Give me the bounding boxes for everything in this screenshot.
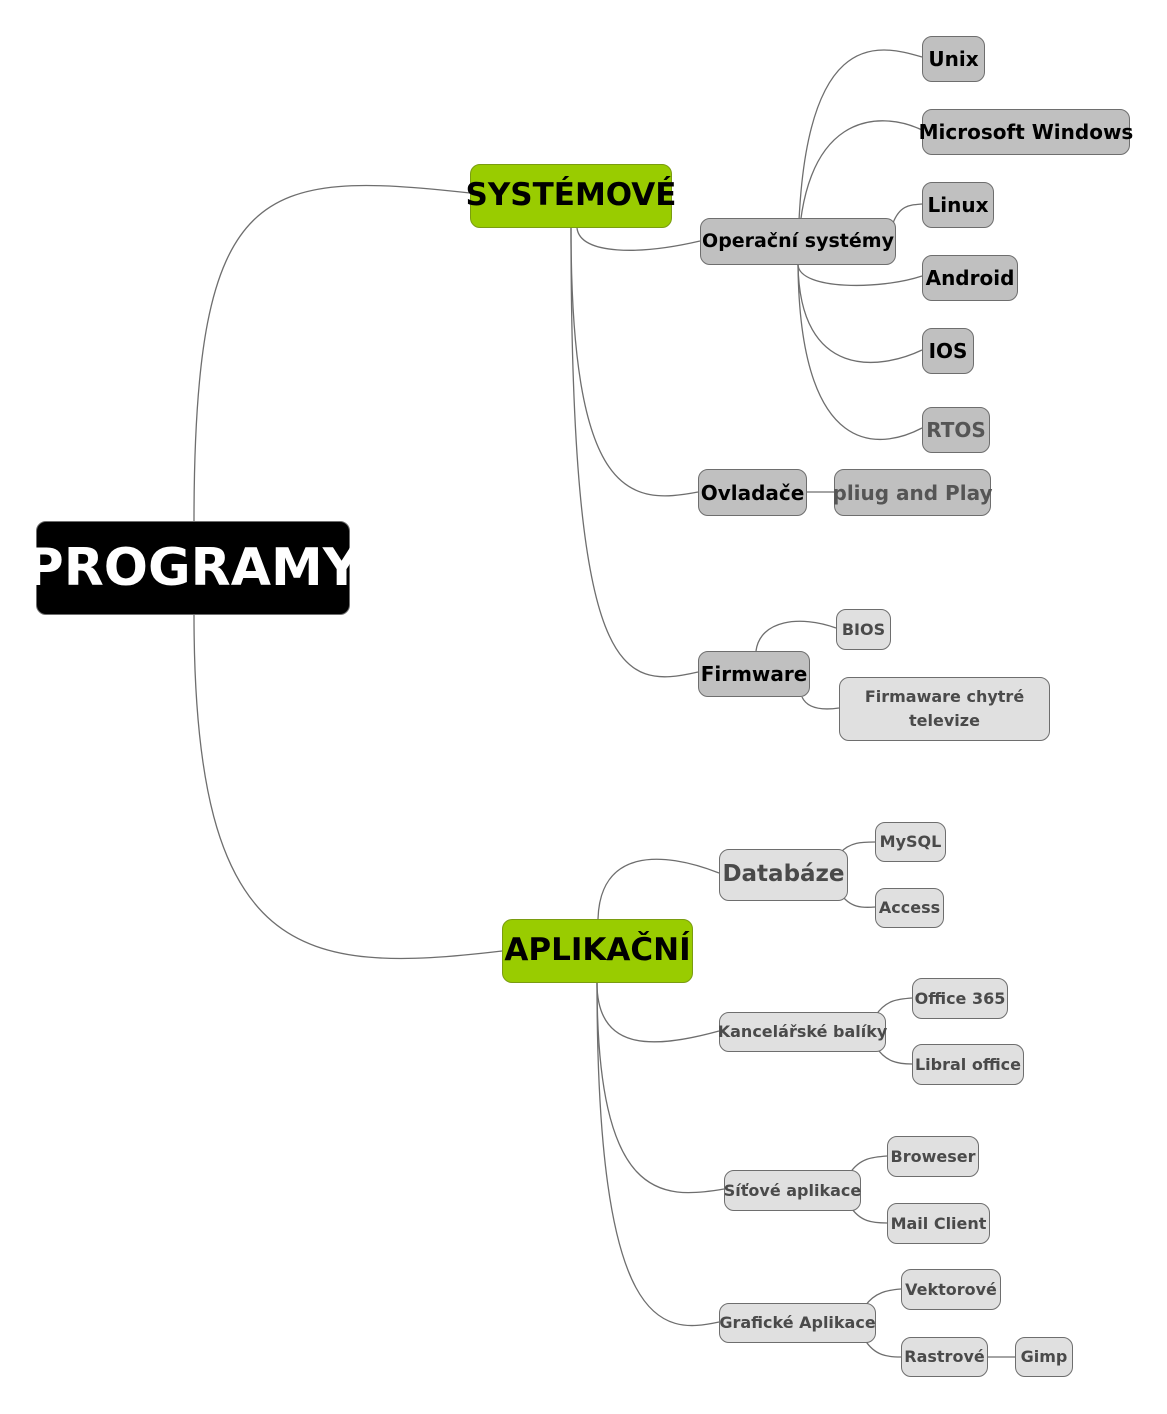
- connector-sitove-broweser: [849, 1155, 888, 1174]
- node-operacni-systemy[interactable]: Operační systémy: [700, 218, 896, 265]
- node-office-365[interactable]: Office 365: [912, 978, 1008, 1019]
- node-mysql[interactable]: MySQL: [875, 822, 946, 862]
- node-os-unix[interactable]: Unix: [922, 36, 985, 82]
- node-mail-client[interactable]: Mail Client: [887, 1203, 990, 1244]
- connector-kanc-office365: [875, 997, 913, 1016]
- node-firmware-tv[interactable]: Firmaware chytré televize: [839, 677, 1050, 741]
- connector-os-windows: [797, 120, 923, 266]
- node-vektorove[interactable]: Vektorové: [901, 1269, 1001, 1310]
- connector-aplikacni-databaze: [597, 858, 720, 920]
- connector-os-unix: [797, 49, 923, 266]
- node-os-linux[interactable]: Linux: [922, 182, 994, 228]
- node-access[interactable]: Access: [875, 888, 944, 928]
- connector-aplikacni-sitove: [596, 982, 725, 1194]
- connector-graficke-vektorove: [864, 1288, 902, 1307]
- node-gimp[interactable]: Gimp: [1015, 1337, 1073, 1377]
- node-libral-office[interactable]: Libral office: [912, 1044, 1024, 1085]
- connector-systemove-firmware: [570, 227, 699, 678]
- connector-os-android: [797, 264, 923, 287]
- connector-aplikacni-graficke: [596, 982, 720, 1327]
- connector-systemove-operacni: [576, 227, 701, 251]
- connector-aplikacni-kancelarske: [596, 982, 720, 1043]
- node-firmware[interactable]: Firmware: [698, 651, 810, 697]
- connector-root-systemove: [193, 184, 471, 522]
- root-node-programy[interactable]: PROGRAMY: [26, 521, 360, 615]
- node-plug-and-play[interactable]: pliug and Play: [833, 469, 993, 516]
- node-broweser[interactable]: Broweser: [887, 1136, 979, 1177]
- node-graficke-aplikace[interactable]: Grafické Aplikace: [719, 1303, 876, 1343]
- node-os-ios[interactable]: IOS: [922, 328, 974, 374]
- connector-systemove-ovladace: [570, 227, 699, 497]
- branch-systemove[interactable]: SYSTÉMOVÉ: [466, 164, 676, 228]
- node-os-android[interactable]: Android: [922, 255, 1018, 301]
- node-ovladace[interactable]: Ovladače: [698, 469, 807, 516]
- branch-aplikacni[interactable]: APLIKAČNÍ: [502, 919, 693, 983]
- connector-root-aplikacni: [193, 614, 503, 960]
- node-sitove-aplikace[interactable]: Síťové aplikace: [724, 1170, 861, 1211]
- node-os-microsoft-windows[interactable]: Microsoft Windows: [919, 109, 1133, 155]
- connector-firmware-bios: [755, 620, 837, 652]
- connector-firmware-tv: [801, 696, 840, 710]
- node-databaze[interactable]: Databáze: [719, 849, 848, 901]
- node-os-rtos[interactable]: RTOS: [922, 407, 990, 453]
- connector-graficke-rastrove: [864, 1339, 902, 1358]
- connector-os-ios: [797, 264, 923, 363]
- node-bios[interactable]: BIOS: [836, 609, 891, 650]
- connector-os-linux: [892, 203, 923, 224]
- node-rastrove[interactable]: Rastrové: [901, 1337, 988, 1377]
- connector-os-rtos: [797, 264, 923, 441]
- node-kancelarske-baliky[interactable]: Kancelářské balíky: [718, 1012, 887, 1052]
